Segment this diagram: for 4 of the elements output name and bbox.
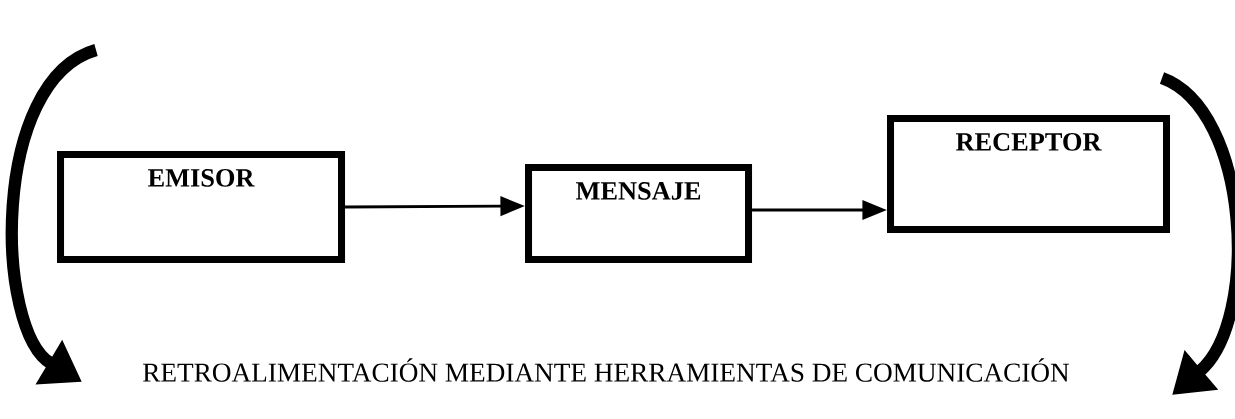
process-box: EMISOR <box>57 151 346 264</box>
caption-text: RETROALIMENTACIÓN MEDIANTE HERRAMIENTAS DE COMUNICACIÓN <box>143 358 1070 382</box>
process-box: MENSAJE <box>525 164 753 264</box>
process-box: RECEPTOR <box>887 115 1170 234</box>
